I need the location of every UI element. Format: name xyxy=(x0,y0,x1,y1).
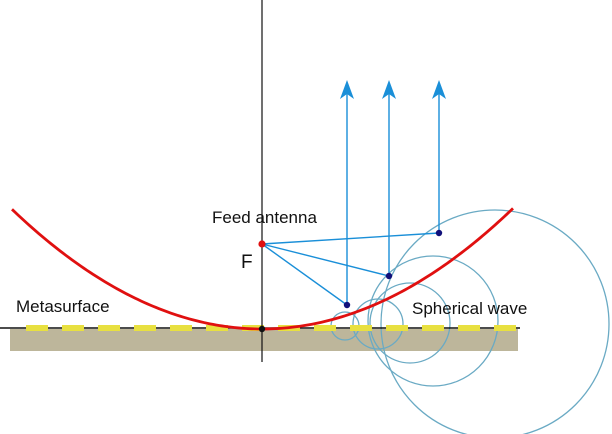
reflection-point-3 xyxy=(435,229,443,237)
ray-to-reflector-1 xyxy=(261,243,348,306)
metasurface-patch xyxy=(458,325,480,331)
arrow-up-icon xyxy=(432,80,446,99)
metasurface-patch xyxy=(170,325,192,331)
ray-to-reflector-2 xyxy=(261,243,390,277)
metasurface-patch xyxy=(494,325,516,331)
metasurface-patch xyxy=(314,325,336,331)
focus-point xyxy=(258,240,266,248)
feed-antenna-label: Feed antenna xyxy=(212,208,317,227)
spherical-waves xyxy=(330,209,610,434)
focus-label: F xyxy=(241,252,253,273)
metasurface-patch xyxy=(386,325,408,331)
ray-arrowheads xyxy=(340,80,446,99)
metasurface-patch xyxy=(62,325,84,331)
ray-to-reflector-3 xyxy=(261,232,440,245)
metasurface-label: Metasurface xyxy=(16,297,110,316)
feed-rays xyxy=(261,92,440,306)
metasurface-patch xyxy=(98,325,120,331)
metasurface-patch xyxy=(134,325,156,331)
wave-circle xyxy=(367,255,499,387)
vertex-point xyxy=(258,325,266,333)
reflection-point-2 xyxy=(385,272,393,280)
wave-circle xyxy=(369,282,451,364)
reflection-point-1 xyxy=(343,301,351,309)
wave-circle xyxy=(380,209,610,434)
metasurface-patch xyxy=(26,325,48,331)
metasurface-patch xyxy=(206,325,228,331)
arrow-up-icon xyxy=(340,80,354,99)
arrow-up-icon xyxy=(382,80,396,99)
metasurface-patch xyxy=(422,325,444,331)
spherical-wave-label: Spherical wave xyxy=(412,299,527,318)
metasurface-patch xyxy=(350,325,372,331)
